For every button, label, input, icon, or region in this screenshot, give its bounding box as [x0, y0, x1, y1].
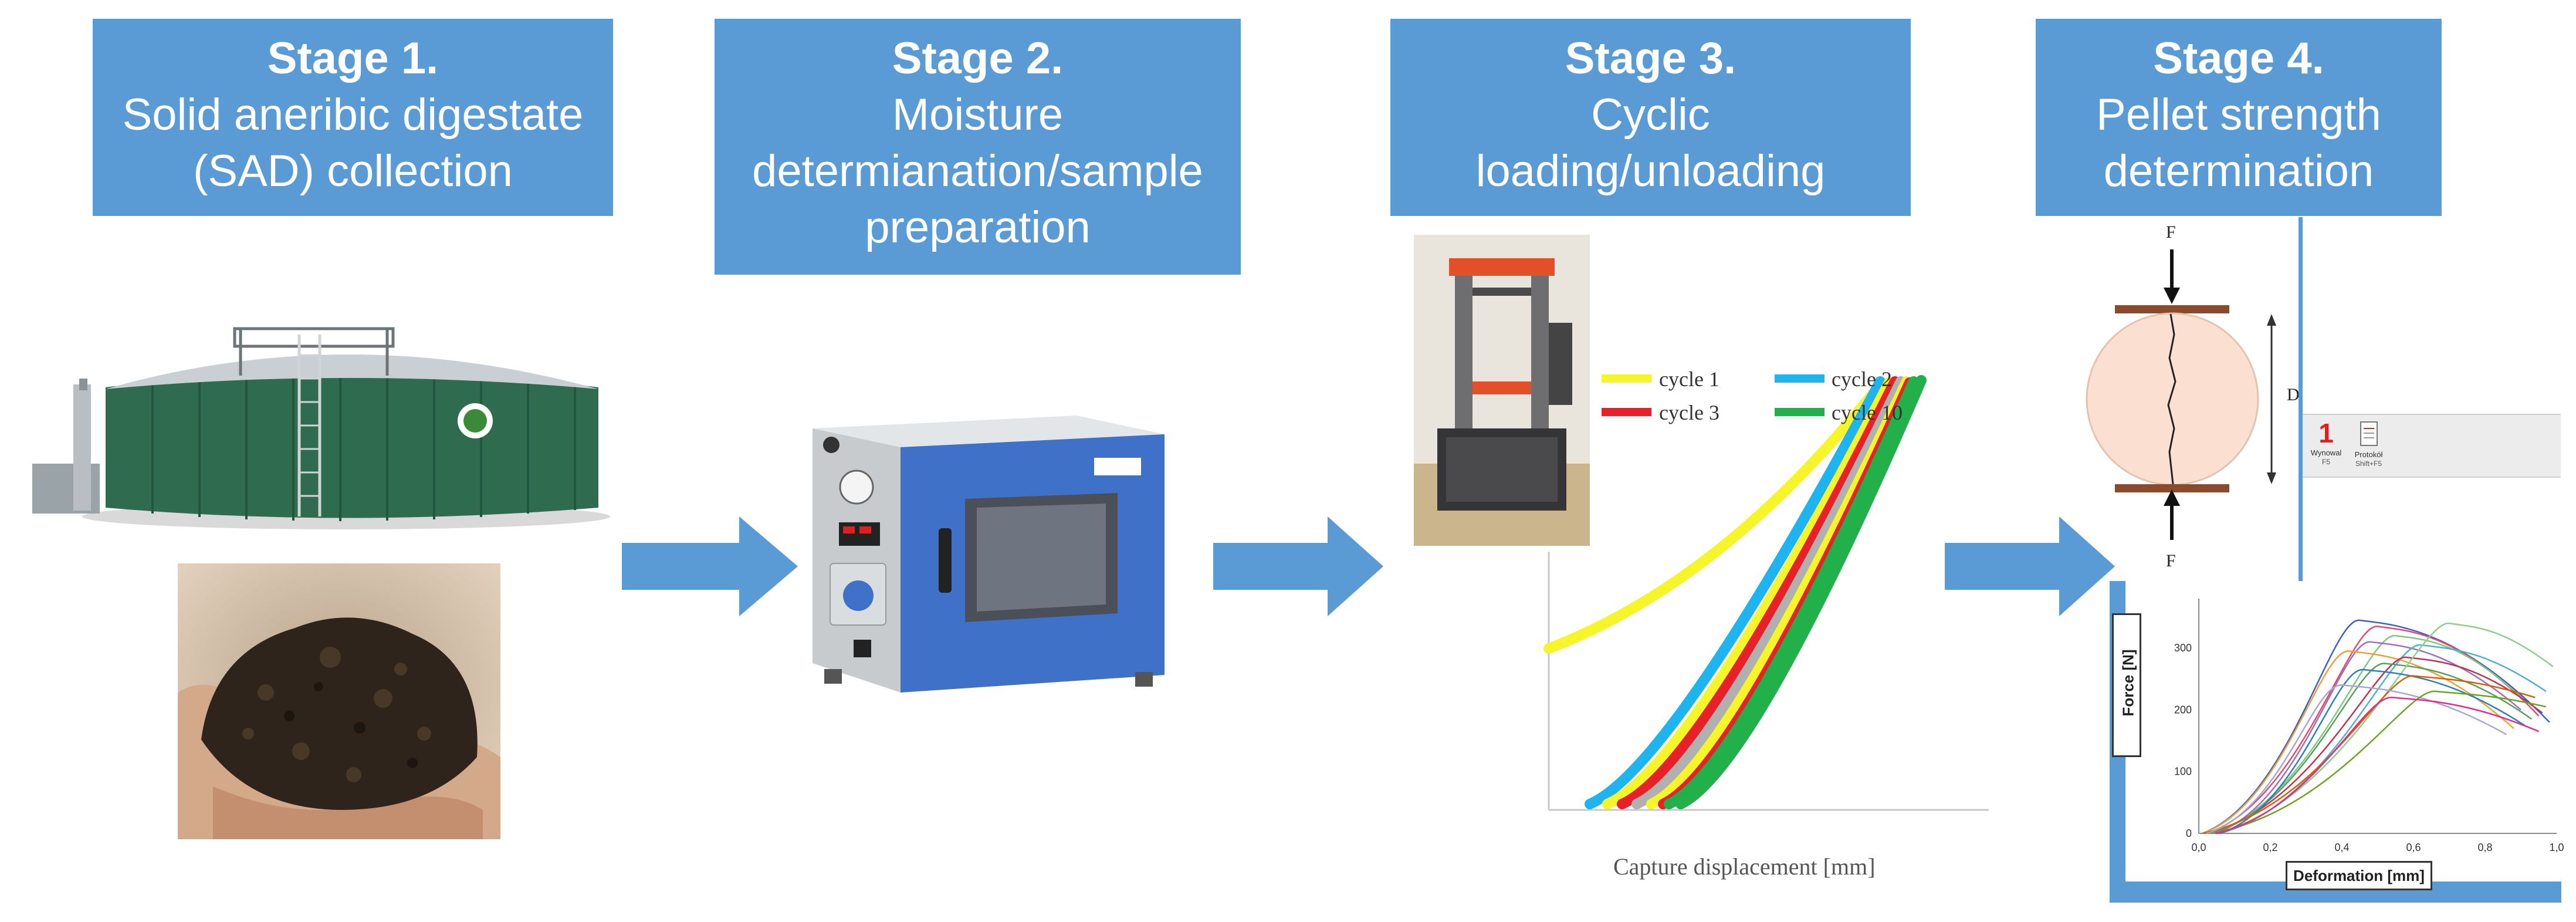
- fd-series-line: [2215, 641, 2521, 835]
- force-top-label: F: [2166, 222, 2176, 242]
- flow-arrow-2: [1213, 516, 1383, 616]
- cyclic-legend: cycle 1 cycle 2 cycle 3 cycle 10: [1602, 367, 1903, 424]
- stage-3-line-2: loading/unloading: [1475, 146, 1826, 196]
- wynowal-button-key: F5: [2321, 458, 2330, 466]
- force-deformation-ticks: 0,0 0,2 0,4 0,6 0,8 1,0 0 100 200 300: [2174, 642, 2564, 853]
- pellet-crack: [2167, 313, 2176, 485]
- digestate-in-hands-photo: [178, 563, 500, 839]
- stage-2-title: Stage 2.: [892, 33, 1064, 83]
- top-plate: [2115, 305, 2229, 313]
- legend-cycle-3: cycle 3: [1659, 401, 1719, 424]
- fd-x-tick-label: 0,4: [2334, 842, 2349, 853]
- fd-series-line: [2202, 650, 2514, 835]
- wynowal-button-label: Wynowal: [2310, 448, 2342, 457]
- cycle-extra-curve-5: [1664, 376, 1919, 809]
- stage-4-line-1: Pellet strength: [2096, 90, 2381, 140]
- stage-1-line-1: Solid aneribic digestate: [122, 90, 584, 140]
- force-deformation-axes: [2198, 599, 2557, 834]
- fd-series-line: [2202, 675, 2536, 835]
- stage-2-box: Stage 2. Moisture determianation/sample …: [715, 19, 1241, 275]
- fd-series-line: [2215, 622, 2554, 835]
- cycle-extra-curve-1: [1602, 377, 1894, 809]
- force-axis-label: Force [N]: [2119, 649, 2137, 717]
- protokol-button-label: Protokół: [2354, 450, 2383, 459]
- fd-x-tick-label: 0,6: [2406, 842, 2421, 853]
- cycle-10-curve: [1675, 375, 1927, 809]
- fd-series-line: [2219, 668, 2525, 835]
- stage-2-line-1: Moisture: [892, 90, 1064, 140]
- cyclic-x-axis-label: Capture displacement [mm]: [1613, 853, 1876, 880]
- fd-series-line: [2206, 656, 2543, 835]
- force-deformation-series: [2202, 619, 2554, 835]
- fd-series-line: [2206, 626, 2540, 835]
- fd-x-tick-label: 0,0: [2191, 842, 2206, 853]
- fd-y-tick-label: 100: [2174, 766, 2192, 778]
- fd-series-line: [2211, 634, 2529, 835]
- stage-1-line-2: (SAD) collection: [193, 146, 513, 196]
- fd-x-tick-label: 1,0: [2549, 842, 2564, 853]
- legend-cycle-2: cycle 2: [1832, 367, 1892, 391]
- stage-4-line-2: determination: [2103, 146, 2374, 196]
- pellet-compression-diagram: F F D: [2086, 222, 2300, 570]
- bottom-plate: [2115, 484, 2229, 492]
- force-deformation-chart: 0,0 0,2 0,4 0,6 0,8 1,0 0 100 200 300: [2125, 581, 2564, 882]
- stage-3-box: Stage 3. Cyclic loading/unloading: [1390, 19, 1911, 216]
- force-bottom-label: F: [2166, 551, 2176, 570]
- stage-4-box: Stage 4. Pellet strength determination: [2036, 19, 2442, 216]
- protokol-button[interactable]: Protokół Shift+F5: [2347, 418, 2391, 474]
- document-icon: [2360, 421, 2378, 446]
- protokol-button-key: Shift+F5: [2355, 460, 2382, 468]
- stage-4-title: Stage 4.: [2153, 33, 2324, 83]
- fd-y-tick-label: 200: [2174, 704, 2192, 715]
- testing-machine-photo: [1414, 235, 1590, 546]
- cyclic-loading-chart: cycle 1 cycle 2 cycle 3 cycle 10 Capture…: [1543, 367, 1989, 880]
- drying-oven-illustration: [813, 416, 1165, 693]
- cycle-1-curve: [1543, 379, 1886, 654]
- fd-series-line: [2219, 644, 2547, 835]
- cycle-3-curve: [1617, 376, 1900, 809]
- stage-3-title: Stage 3.: [1565, 33, 1736, 83]
- cycle-extra-curve-2: [1631, 376, 1906, 809]
- wynowal-button-number: 1: [2318, 418, 2334, 448]
- flow-arrow-3: [1945, 516, 2115, 616]
- wynowal-button[interactable]: 1 Wynowal F5: [2308, 418, 2344, 474]
- deformation-axis-label-box: Deformation [mm]: [2286, 861, 2432, 890]
- stage-2-line-3: preparation: [865, 202, 1091, 252]
- flow-arrow-1: [622, 516, 798, 616]
- stage-2-line-2: determianation/sample: [752, 146, 1203, 196]
- software-toolbar: 1 Wynowal F5 Protokół Shift+F5: [2303, 414, 2561, 478]
- force-axis-label-box: Force [N]: [2112, 613, 2141, 757]
- fd-x-tick-label: 0,2: [2263, 842, 2277, 853]
- fd-y-tick-label: 300: [2174, 642, 2192, 654]
- digester-tank-illustration: [32, 327, 610, 529]
- fd-series-line: [2215, 697, 2539, 835]
- stage-4-divider: [2299, 217, 2303, 581]
- stage-3-line-1: Cyclic: [1591, 90, 1710, 140]
- legend-cycle-1: cycle 1: [1659, 367, 1719, 391]
- legend-cycle-10: cycle 10: [1832, 401, 1903, 424]
- fd-y-tick-label: 0: [2186, 828, 2192, 839]
- stage-1-title: Stage 1.: [267, 33, 439, 83]
- stage-1-box: Stage 1. Solid aneribic digestate (SAD) …: [93, 19, 613, 216]
- cycle-2-curve: [1585, 376, 1886, 809]
- fd-x-tick-label: 0,8: [2477, 842, 2492, 853]
- deformation-axis-label: Deformation [mm]: [2293, 867, 2425, 884]
- diameter-label: D: [2287, 385, 2300, 404]
- fd-series-line: [2211, 690, 2546, 835]
